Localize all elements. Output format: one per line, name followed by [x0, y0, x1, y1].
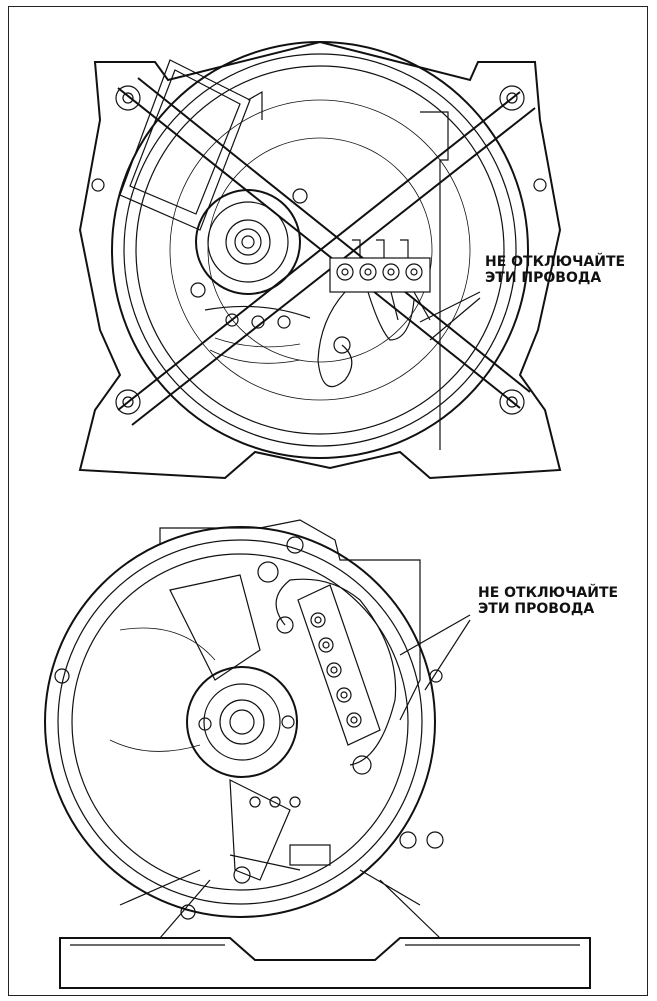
- callout-label-top: НЕ ОТКЛЮЧАЙТЕ ЭТИ ПРОВОДА: [485, 254, 626, 286]
- figure-frame: [8, 6, 648, 996]
- callout-label-bottom: НЕ ОТКЛЮЧАЙТЕ ЭТИ ПРОВОДА: [478, 585, 619, 617]
